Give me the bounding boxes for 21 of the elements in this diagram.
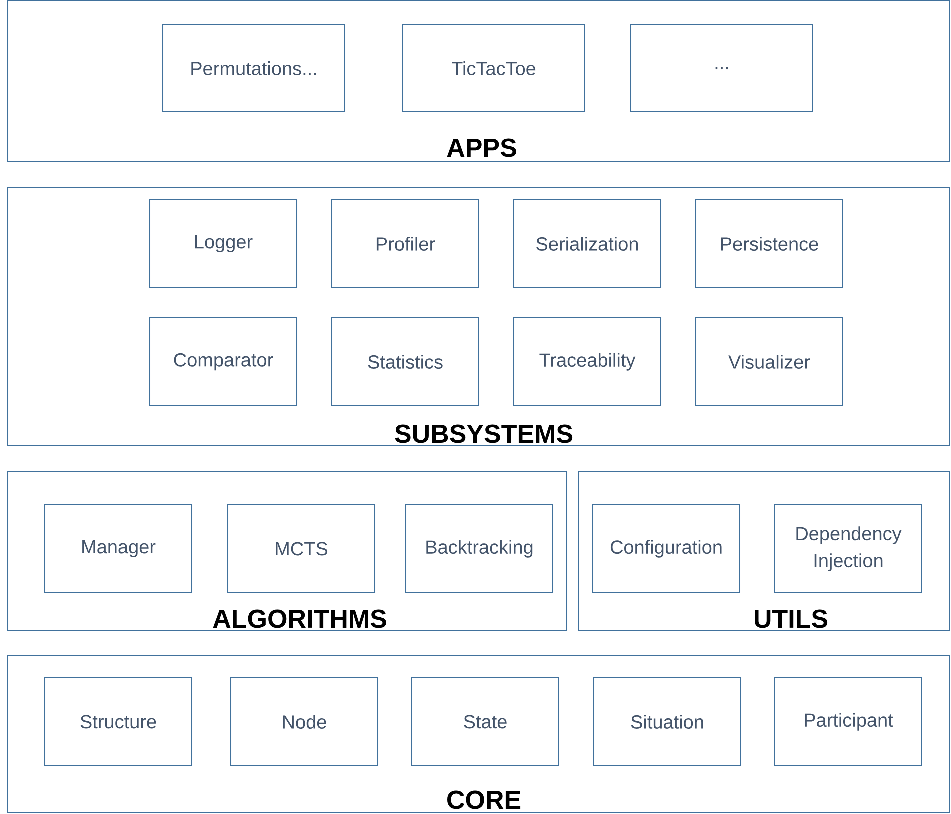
module-box: Dependency Injection (774, 504, 922, 594)
module-box: Profiler (332, 200, 480, 288)
module-box: Comparator (150, 318, 298, 406)
module-box: Node (230, 678, 378, 766)
module-box: Persistence (696, 200, 844, 288)
module-box: Backtracking (406, 504, 554, 594)
module-box: Situation (594, 678, 742, 766)
module-box: Visualizer (696, 318, 844, 406)
module-box: State (412, 678, 560, 766)
module-box: Traceability (514, 318, 662, 406)
module-box: TicTacToe (402, 24, 586, 112)
module-box: Permutations... (162, 24, 346, 112)
module-box: ... (630, 24, 814, 112)
module-box: Serialization (514, 200, 662, 288)
module-box: Configuration (592, 504, 740, 594)
module-box: Manager (44, 504, 192, 594)
module-box: Participant (774, 678, 922, 766)
module-box: Structure (44, 678, 192, 766)
module-box: Statistics (332, 318, 480, 406)
module-box: MCTS (228, 504, 376, 594)
module-box: Logger (150, 200, 298, 288)
